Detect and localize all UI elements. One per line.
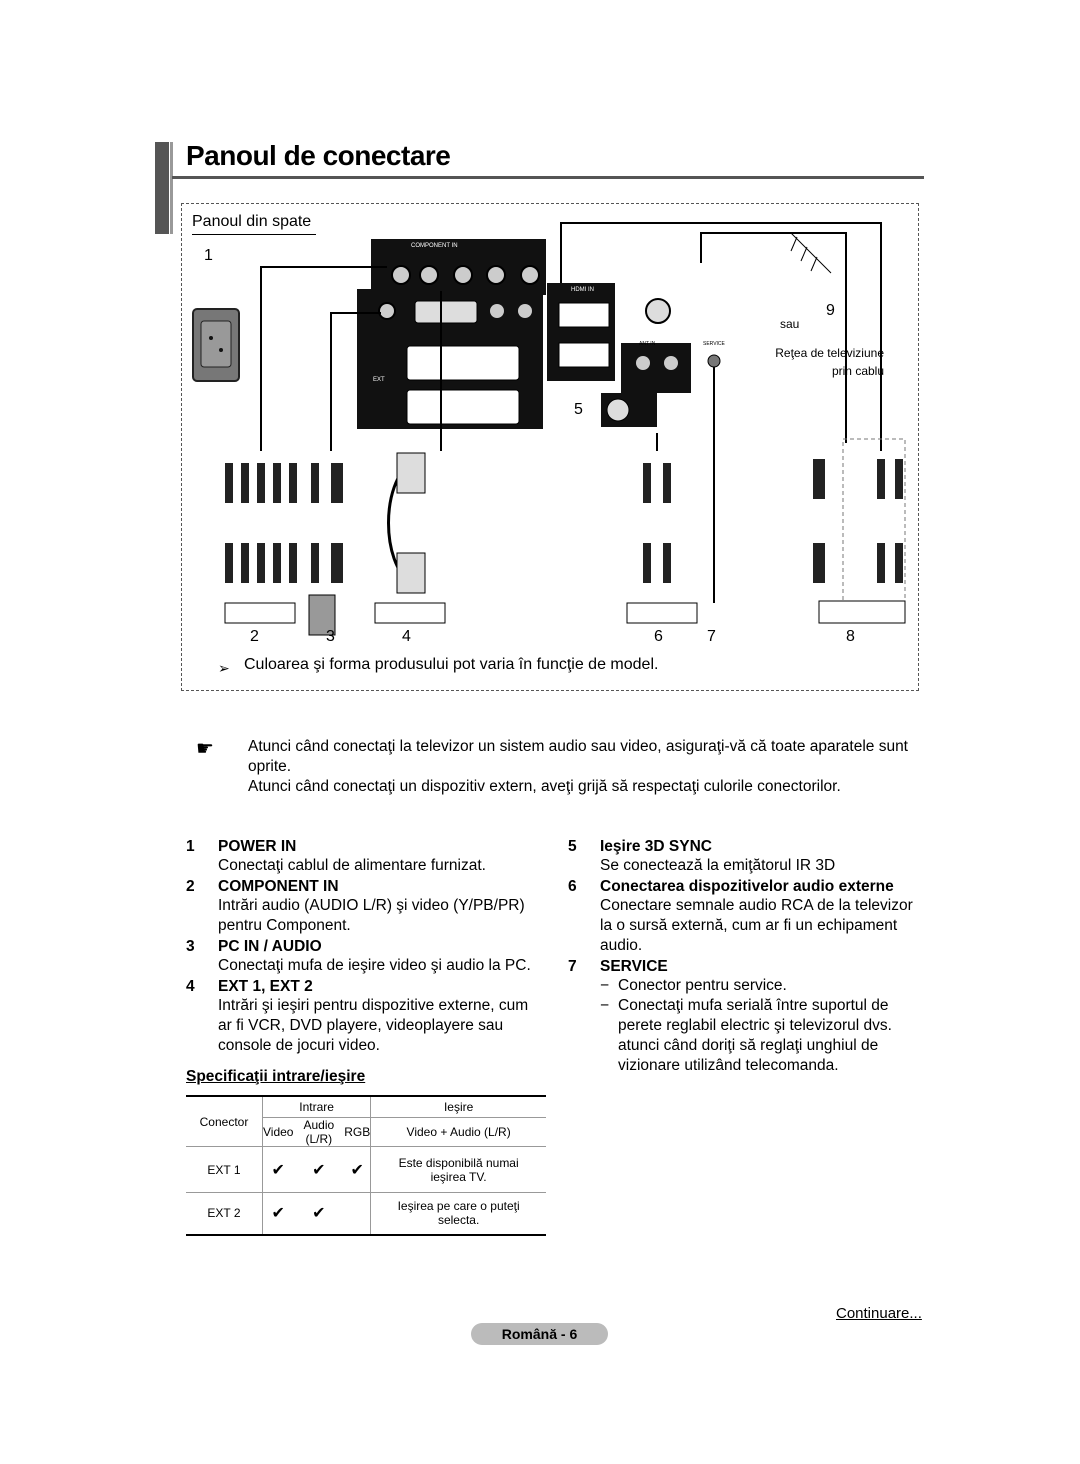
- continue-link[interactable]: Continuare...: [836, 1305, 922, 1322]
- note-connector-colors: Atunci când conectaţi un dispozitiv exte…: [248, 778, 841, 795]
- service-jack-icon: [707, 354, 721, 368]
- hdmi-in-panel: HDMI IN: [547, 283, 615, 381]
- power-socket-icon: [192, 308, 240, 382]
- vcr-device-icon: [224, 602, 296, 624]
- antenna-icon: [790, 232, 832, 274]
- col-iesire: Ieşire: [370, 1096, 546, 1118]
- row-ext1-name: EXT 1: [186, 1146, 263, 1193]
- row-ext2-audio: ✔: [312, 1205, 326, 1223]
- callout-6: 6: [654, 628, 663, 645]
- callout-7: 7: [707, 628, 716, 645]
- col-intrare: Intrare: [261, 1096, 371, 1118]
- title-accent-bar-light: [170, 142, 173, 234]
- component-in-label: COMPONENT IN: [411, 243, 458, 249]
- callout-3: 3: [326, 628, 335, 645]
- row-ext1-out: Este disponibilă numai ieşirea TV.: [370, 1146, 546, 1193]
- audio-out-panel: ANT IN SERVICE: [621, 341, 726, 393]
- ant-in-jack-icon: [645, 298, 671, 324]
- pc-device-icon: [308, 594, 336, 636]
- hdmi-in-label: HDMI IN: [571, 287, 594, 293]
- component-in-panel: COMPONENT IN: [371, 239, 546, 295]
- scart-plug-top: [396, 452, 426, 494]
- set-top-box-icon: [818, 600, 906, 624]
- sub-rgb: RGB: [344, 1117, 371, 1147]
- spec-heading: Specificaţii intrare/ieşire: [186, 1068, 366, 1085]
- connection-wires: [260, 222, 882, 603]
- row-ext2-rgb: [344, 1193, 371, 1235]
- callout-5: 5: [574, 401, 583, 418]
- row-ext2-video: ✔: [262, 1192, 294, 1235]
- callout-1: 1: [204, 247, 213, 264]
- scart-plug-bottom: [396, 552, 426, 594]
- callout-9: 9: [826, 302, 835, 319]
- ext-label: EXT: [373, 377, 385, 383]
- callout-4: 4: [402, 628, 411, 645]
- dvd-device-icon: [374, 602, 446, 624]
- service-label: SERVICE: [703, 341, 726, 347]
- devices: [224, 594, 906, 636]
- pc-ext-panel: EXT: [357, 289, 543, 429]
- row-ext2-out: Ieşirea pe care o puteţi selecta.: [370, 1192, 546, 1235]
- product-note: Culoarea şi forma produsului pot varia î…: [244, 656, 659, 673]
- cable-plugs: [225, 459, 903, 583]
- callout-2: 2: [250, 628, 259, 645]
- note-power-off: Atunci când conectaţi la televizor un si…: [248, 738, 908, 775]
- callout-8: 8: [846, 628, 855, 645]
- rear-panel-frame: [181, 203, 919, 691]
- col-conector: Conector: [186, 1096, 263, 1147]
- sub-video: Video: [262, 1117, 294, 1147]
- sub-out: Video + Audio (L/R): [370, 1117, 546, 1147]
- page-footer: Română - 6: [471, 1323, 608, 1345]
- cable-network-label: Reţea de televiziune prin cablu: [775, 346, 884, 378]
- row-ext1-audio: ✔: [293, 1146, 345, 1193]
- title-accent-bar: [155, 142, 169, 234]
- sync-out-panel: [601, 393, 657, 427]
- row-ext1-video: ✔: [262, 1146, 294, 1193]
- note-arrow-icon: ➢: [218, 660, 230, 676]
- pointing-hand-icon: ☛: [196, 738, 214, 760]
- page-title: Panoul de conectare: [186, 140, 451, 171]
- sub-audio: Audio (L/R): [293, 1117, 345, 1147]
- spec-table: Conector Intrare Ieşire Video Audio (L/R…: [186, 1095, 546, 1236]
- row-ext2-name: EXT 2: [207, 1206, 241, 1221]
- subtitle-underline: [192, 234, 316, 235]
- audio-device-icon: [626, 602, 698, 624]
- sau-label: sau: [780, 317, 800, 331]
- panel-subtitle: Panoul din spate: [192, 213, 312, 230]
- title-underline: [172, 176, 924, 179]
- ant-in-label: ANT IN: [639, 341, 656, 347]
- connection-diagram: COMPONENT IN EXT HDMI IN: [192, 222, 906, 636]
- row-ext1-rgb: ✔: [344, 1146, 371, 1193]
